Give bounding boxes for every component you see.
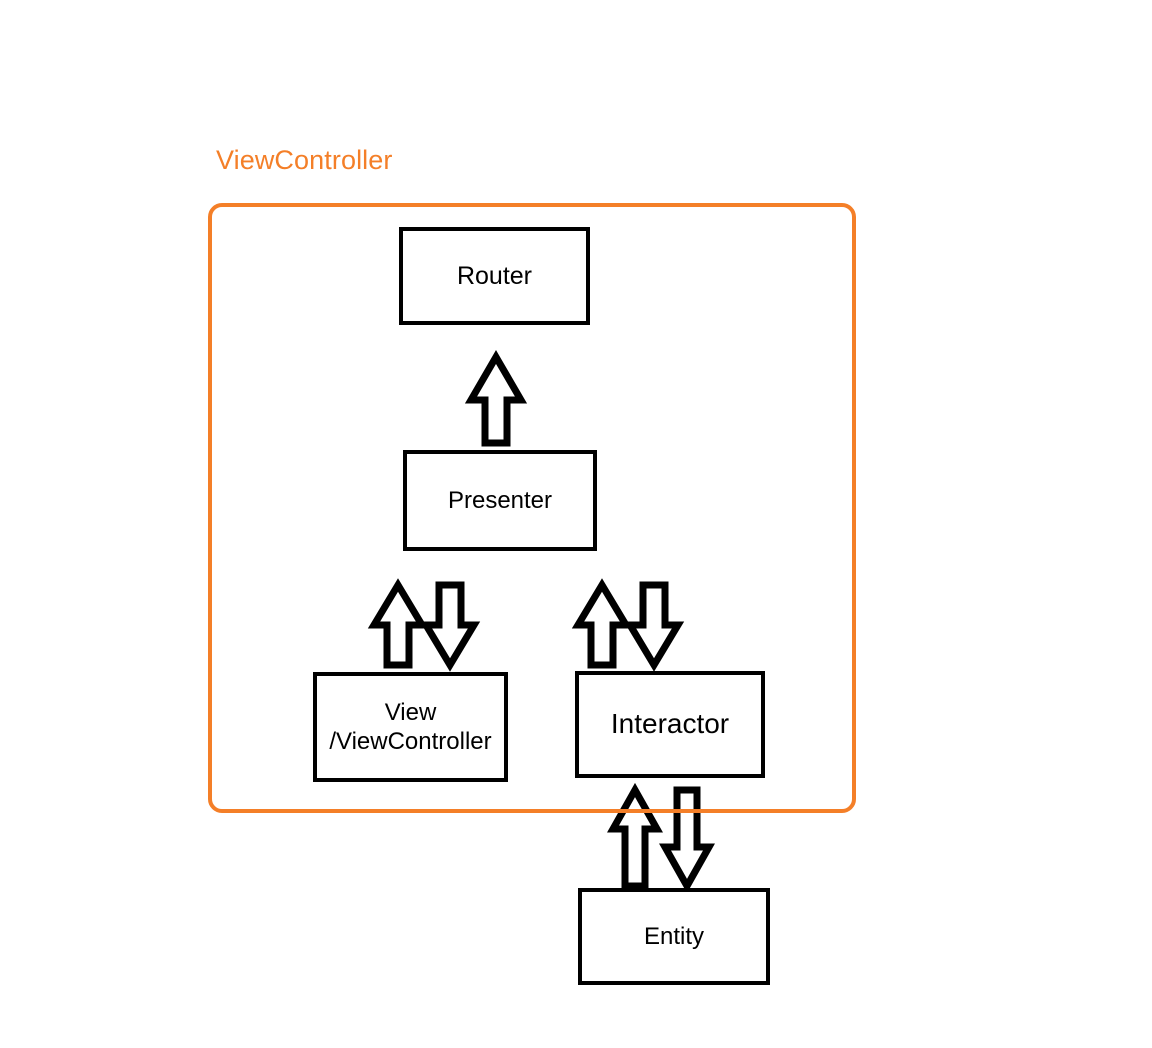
node-entity[interactable]: Entity	[578, 888, 770, 985]
arrow-interactor-to-entity-down	[659, 785, 715, 894]
node-view-label-line1: View	[384, 698, 437, 726]
arrow-interactor-to-presenter-up	[571, 578, 633, 670]
arrow-entity-to-interactor-up	[607, 782, 663, 891]
node-view-label-line2: /ViewController	[329, 728, 492, 755]
arrow-view-to-presenter-up	[367, 578, 429, 670]
arrow-presenter-to-view-down	[419, 580, 481, 672]
node-view-label-group: View /ViewController	[329, 698, 491, 757]
node-interactor[interactable]: Interactor	[575, 671, 765, 778]
arrow-presenter-to-interactor-down	[623, 580, 685, 672]
module-title-label: ViewController	[216, 145, 393, 175]
node-presenter[interactable]: Presenter	[403, 450, 597, 551]
node-entity-label: Entity	[643, 922, 705, 950]
arrow-presenter-to-router-up	[464, 350, 528, 448]
node-router-label: Router	[456, 261, 533, 290]
node-router[interactable]: Router	[399, 227, 590, 325]
module-boundary	[208, 203, 856, 813]
node-presenter-label: Presenter	[447, 486, 553, 514]
node-interactor-label: Interactor	[610, 708, 730, 740]
node-view-viewcontroller[interactable]: View /ViewController	[313, 672, 508, 782]
